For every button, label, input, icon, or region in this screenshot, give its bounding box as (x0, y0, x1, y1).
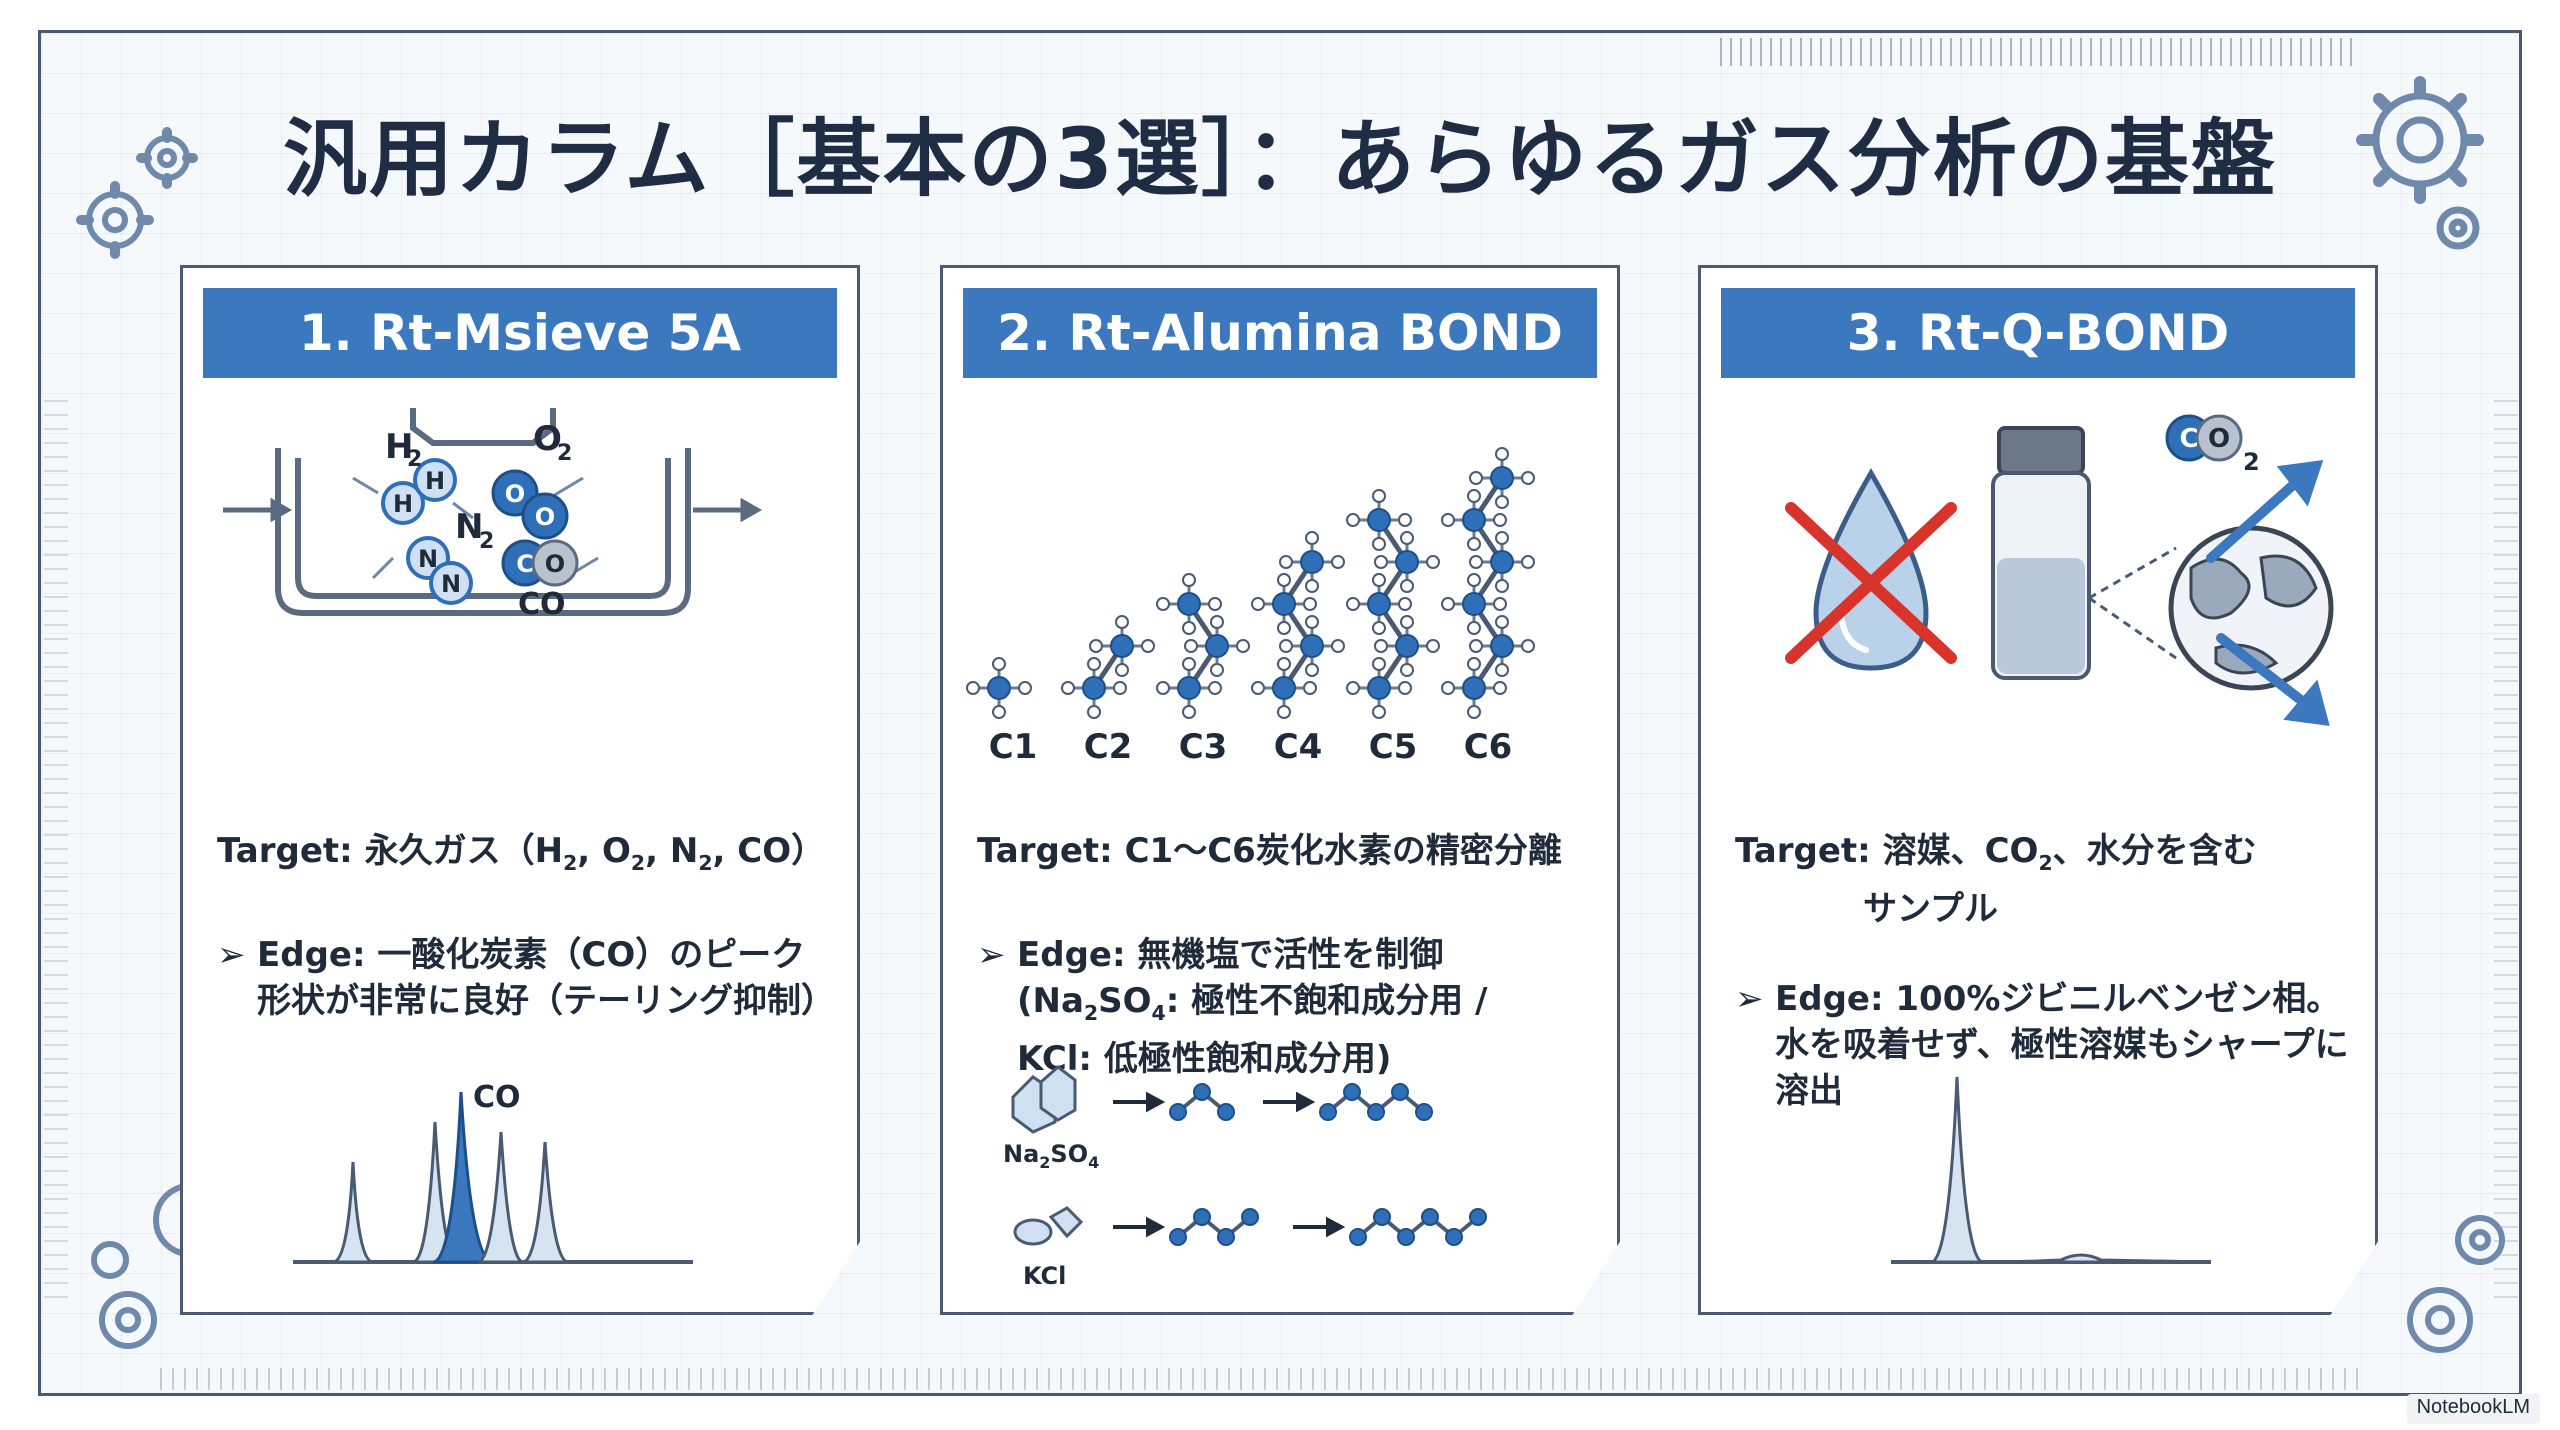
edge-text: ➢Edge: 100%ジビニルベンゼン相。水を吸着せず、極性溶媒もシャープに溶出 (1735, 976, 2355, 1114)
chain-atom (1421, 1208, 1439, 1226)
chain-atom (1397, 1228, 1415, 1246)
card-rt-q-bond: 3. Rt-Q-BOND C O (1698, 265, 2378, 1315)
svg-text:O: O (505, 480, 525, 508)
svg-text:2: 2 (407, 447, 422, 472)
svg-text:CO: CO (518, 587, 566, 622)
vial-icon (1991, 426, 2091, 680)
chain-atom (1469, 1208, 1487, 1226)
target-text: Target: 溶媒、CO2、水分を含む サンプル (1735, 831, 2257, 929)
chain-label: C5 (1369, 727, 1418, 767)
ruler-right (2494, 400, 2518, 1300)
svg-text:O: O (2208, 424, 2230, 454)
svg-text:KCl: KCl (1023, 1262, 1066, 1290)
card-header: 2. Rt-Alumina BOND (963, 288, 1597, 378)
hydrocarbon-chain-illustration: C1 C2 C3 C4 C5 C6 (966, 447, 1535, 767)
card-header: 1. Rt-Msieve 5A (203, 288, 837, 378)
chain-label: C6 (1464, 727, 1513, 767)
target-text: Target: C1〜C6炭化水素の精密分離 (977, 831, 1562, 871)
chromatogram-illustration: CO (293, 1080, 693, 1264)
hydrocarbon-c3: C3 (1156, 573, 1250, 767)
chain-atom (1193, 1208, 1211, 1226)
svg-text:2: 2 (557, 441, 572, 466)
svg-text:N: N (441, 570, 461, 598)
water-vial-co2-illustration: C O 2 (1785, 414, 2334, 726)
chain-atom (1169, 1103, 1187, 1121)
molecular-sieve-illustration: H H H 2 O O O 2 N N N 2 C O C (223, 408, 763, 622)
svg-text:2: 2 (2243, 448, 2260, 476)
n2-molecule: N N N 2 (406, 507, 494, 605)
ruler-left (44, 400, 68, 1300)
bullet-arrow-icon: ➢ (977, 935, 1006, 975)
svg-text:O: O (533, 419, 562, 459)
chain-label: C2 (1084, 727, 1133, 767)
hydrocarbon-c5: C5 (1346, 489, 1440, 767)
ruler-top (1720, 38, 2360, 66)
bullet-arrow-icon: ➢ (1735, 979, 1764, 1019)
svg-text:C: C (2179, 424, 2198, 454)
svg-text:O: O (545, 550, 565, 578)
cross-icon (1785, 502, 1957, 664)
chain-atom (1373, 1208, 1391, 1226)
slide-title: 汎用カラム［基本の3選］：あらゆるガス分析の基盤 (283, 110, 2277, 208)
chain-atom (1193, 1083, 1211, 1101)
hydrocarbon-c2: C2 (1061, 615, 1155, 767)
svg-text:2: 2 (479, 529, 494, 554)
svg-text:H: H (393, 490, 413, 518)
chain-atom (1445, 1228, 1463, 1246)
o2-molecule: O O O 2 (491, 419, 572, 540)
gear-icon-bottom-right (2407, 1215, 2505, 1353)
card-header: 3. Rt-Q-BOND (1721, 288, 2355, 378)
globe-icon (2168, 525, 2334, 691)
card-rt-msieve: 1. Rt-Msieve 5A H H H 2 O (180, 265, 860, 1315)
hydrocarbon-c1: C1 (966, 657, 1038, 767)
hydrocarbon-c6: C6 (1441, 447, 1535, 767)
crystal-icon (1013, 1206, 1084, 1246)
svg-text:Na2SO4: Na2SO4 (1003, 1140, 1099, 1172)
chain-atom (1217, 1103, 1235, 1121)
edge-text: ➢Edge: 一酸化炭素（CO）のピーク形状が非常に良好（テーリング抑制） (217, 932, 837, 1024)
co-molecule: C O CO (501, 539, 579, 622)
ruler-bottom (160, 1368, 2360, 1390)
chromatogram-illustration (1891, 1076, 2212, 1264)
chain-label: C1 (989, 727, 1038, 767)
notebooklm-watermark: NotebookLM (2406, 1394, 2540, 1424)
svg-text:O: O (535, 503, 555, 531)
co-peak-label: CO (473, 1080, 521, 1115)
chain-atom (1349, 1228, 1367, 1246)
chain-atom (1391, 1083, 1409, 1101)
chain-atom (1169, 1228, 1187, 1246)
h2-molecule: H H H 2 (381, 427, 457, 525)
chain-atom (1241, 1208, 1259, 1226)
chain-atom (1319, 1103, 1337, 1121)
chain-atom (1415, 1103, 1433, 1121)
edge-text: ➢Edge: 無機塩で活性を制御 (Na2SO4: 極性不飽和成分用 / KCl… (977, 932, 1597, 1082)
chain-label: C4 (1274, 727, 1323, 767)
salt-reaction-illustration: Na2SO4 KCl (1003, 1065, 1487, 1290)
bullet-arrow-icon: ➢ (217, 935, 246, 975)
svg-text:N: N (455, 507, 483, 547)
chain-atom (1367, 1103, 1385, 1121)
target-text: Target: 永久ガス（H2, O2, N2, CO） (217, 831, 826, 875)
svg-text:H: H (385, 427, 413, 467)
gear-icon-top-right (2356, 76, 2484, 250)
svg-text:H: H (425, 467, 445, 495)
hydrocarbon-c4: C4 (1251, 531, 1345, 767)
svg-text:N: N (418, 545, 438, 573)
chain-atom (1217, 1228, 1235, 1246)
co2-molecule: C O 2 (2165, 414, 2260, 476)
gear-icon-top-left (76, 127, 198, 259)
svg-text:C: C (516, 550, 534, 578)
crystal-icon (1011, 1065, 1077, 1134)
chain-atom (1343, 1083, 1361, 1101)
card-rt-alumina: 2. Rt-Alumina BOND C1 C2 C3 C4 C5 C6 Target: … (940, 265, 1620, 1315)
chain-label: C3 (1179, 727, 1228, 767)
water-drop-icon (1813, 468, 1929, 671)
